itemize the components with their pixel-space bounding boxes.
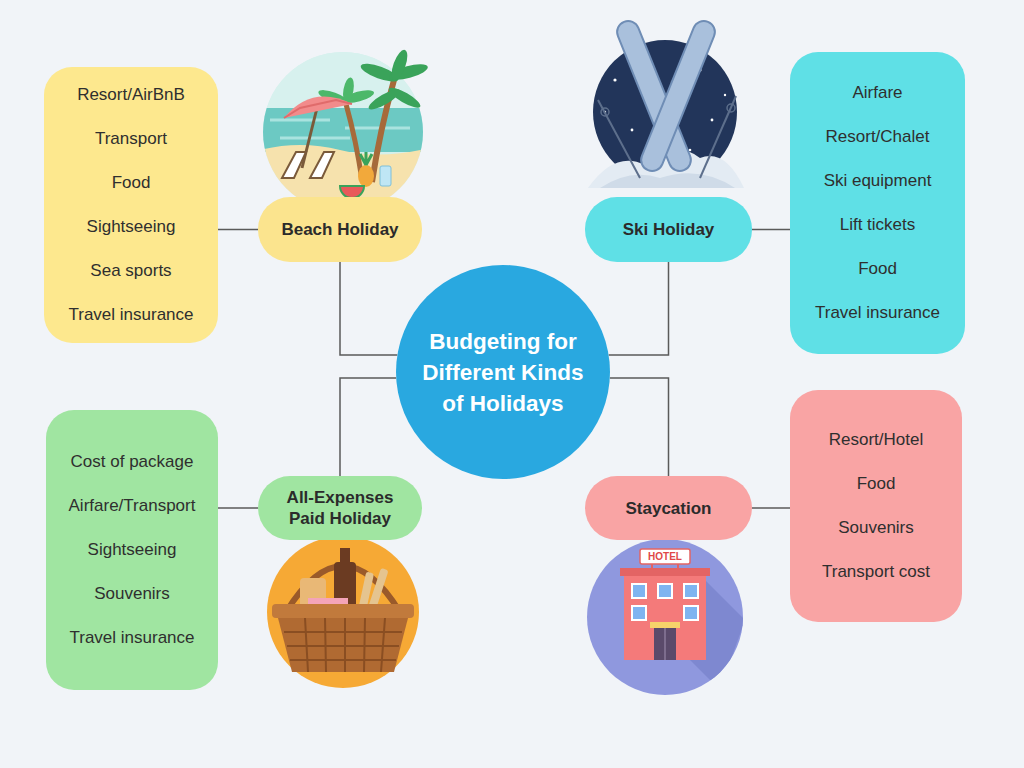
hotel-illustration-part [640, 549, 690, 564]
ski-illustration [588, 18, 744, 188]
ski-illustration-part-part [613, 78, 616, 81]
hotel-illustration-part-part [658, 584, 672, 598]
basket-illustration-part [267, 536, 419, 688]
expense-item: Ski equipment [824, 159, 932, 203]
ski-illustration-part-part [724, 94, 726, 96]
hotel-illustration [587, 539, 745, 695]
ski-illustration-part [700, 96, 736, 178]
hotel-illustration-part-part [632, 584, 646, 598]
beach-illustration-part [358, 165, 374, 187]
beach-illustration-part [310, 152, 334, 178]
beach-illustration-part [380, 166, 391, 186]
expense-item: Resort/AirBnB [77, 73, 185, 117]
expense-item: Resort/Chalet [826, 115, 930, 159]
expense-item: Food [112, 161, 151, 205]
expense-item: Lift tickets [840, 203, 916, 247]
expense-item: Airfare/Transport [69, 484, 196, 528]
beach-illustration-part-part [341, 77, 355, 104]
basket-illustration-part [340, 548, 350, 566]
connector-line [752, 507, 790, 509]
expense-list-box: Resort/AirBnBTransportFoodSightseeingSea… [44, 67, 218, 343]
connector-line [609, 262, 669, 355]
topic-circle: Budgeting for Different Kinds of Holiday… [396, 265, 610, 479]
expense-item: Souvenirs [838, 506, 914, 550]
ski-illustration-part-part [631, 129, 634, 132]
hotel-illustration-part [654, 628, 676, 660]
expense-item: Travel insurance [68, 293, 193, 337]
hotel-illustration-part [632, 584, 698, 620]
connector-line [752, 229, 790, 231]
beach-illustration-part [282, 152, 306, 178]
expense-item: Food [858, 247, 897, 291]
basket-illustration [267, 536, 419, 688]
expense-item: Transport [95, 117, 167, 161]
expense-item: Resort/Hotel [829, 418, 923, 462]
beach-illustration-part-part [366, 86, 402, 113]
category-pill: Beach Holiday [258, 197, 422, 262]
category-name: Beach Holiday [281, 219, 398, 240]
beach-illustration-part-part [260, 108, 430, 152]
category-pill: Ski Holiday [585, 197, 752, 262]
hotel-illustration-part [624, 574, 706, 660]
topic-title: Budgeting for Different Kinds of Holiday… [418, 326, 588, 419]
expense-list-box: Cost of packageAirfare/TransportSightsee… [46, 410, 218, 690]
hotel-illustration-part-part [684, 584, 698, 598]
expense-item: Sea sports [90, 249, 171, 293]
category-name: All-Expenses Paid Holiday [273, 487, 407, 529]
basket-illustration-part [272, 604, 414, 618]
hotel-illustration-part-part [632, 606, 646, 620]
expense-item: Transport cost [822, 550, 930, 594]
beach-illustration-part [359, 48, 429, 113]
hotel-illustration-part [664, 628, 666, 660]
ski-illustration-part [638, 18, 718, 175]
ski-illustration-part [601, 108, 609, 116]
expense-item: Souvenirs [94, 572, 170, 616]
connector-line [340, 378, 396, 476]
ski-illustration-part [727, 104, 735, 112]
expense-item: Travel insurance [815, 291, 940, 335]
beach-illustration-part [260, 50, 430, 220]
expense-item: Travel insurance [69, 616, 194, 660]
beach-illustration-part [284, 100, 352, 118]
circle-fill [396, 265, 610, 479]
connector-line [610, 378, 669, 476]
basket-illustration-part [305, 618, 385, 672]
expense-item: Airfare [852, 71, 902, 115]
hotel-illustration-part [650, 622, 680, 628]
hotel-illustration-part [620, 568, 710, 576]
beach-illustration-part-part [270, 120, 410, 138]
category-pill: Staycation [585, 476, 752, 540]
expense-item: Sightseeing [87, 205, 176, 249]
expense-list-box: AirfareResort/ChaletSki equipmentLift ti… [790, 52, 965, 354]
connector-line [218, 507, 258, 509]
beach-illustration [260, 48, 430, 220]
category-name: Staycation [626, 498, 712, 519]
beach-illustration-part [360, 152, 372, 165]
hotel-illustration-part-part [684, 606, 698, 620]
expense-item: Cost of package [71, 440, 194, 484]
ski-illustration-part [600, 173, 735, 188]
ski-illustration-part-part [711, 119, 714, 122]
expense-item: Sightseeing [88, 528, 177, 572]
basket-illustration-part [278, 618, 408, 672]
beach-illustration-part-part [388, 48, 410, 82]
beach-illustration-part [346, 104, 362, 180]
connector-line [218, 229, 258, 231]
beach-illustration-part [284, 97, 352, 118]
expense-list-box: Resort/HotelFoodSouvenirsTransport cost [790, 390, 962, 622]
category-name: Ski Holiday [623, 219, 715, 240]
ski-illustration-part [598, 100, 640, 178]
category-pill: All-Expenses Paid Holiday [258, 476, 422, 540]
expense-item: Food [857, 462, 896, 506]
connector-line [340, 262, 397, 355]
sign-label: HOTEL [640, 549, 690, 564]
